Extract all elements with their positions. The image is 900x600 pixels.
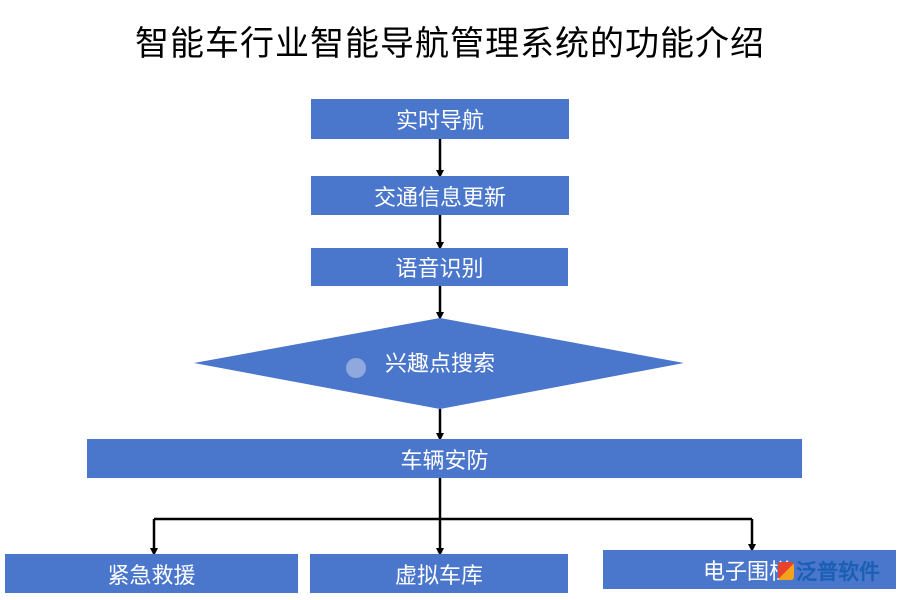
brand-text: 泛普软件 [796,560,880,584]
step-label: 车辆安防 [400,448,489,474]
step-box-vehicle-security: 车辆安防 [87,439,802,478]
branch-box-emergency-rescue: 紧急救援 [5,554,298,593]
diagram-title: 智能车行业智能导航管理系统的功能介绍 [135,24,765,64]
step-box-realtime-navigation: 实时导航 [311,99,569,139]
brand-watermark: 泛普软件 [778,556,880,586]
step-label: 交通信息更新 [373,185,506,211]
diamond-label: 兴趣点搜索 [384,352,495,377]
step-label: 语音识别 [395,257,484,282]
step-label: 实时导航 [395,109,484,134]
step-box-voice-recognition: 语音识别 [311,248,568,286]
step-box-traffic-update: 交通信息更新 [311,176,569,215]
branch-label: 虚拟车库 [394,563,483,589]
watermark-logo-icon [346,358,366,378]
brand-logo-icon [778,562,794,580]
branch-label: 电子围栏 [703,559,792,585]
branch-label: 紧急救援 [107,563,196,589]
decision-diamond [194,318,684,409]
branch-box-geofence: 电子围栏 [603,550,896,589]
branch-box-virtual-garage: 虚拟车库 [310,554,568,593]
